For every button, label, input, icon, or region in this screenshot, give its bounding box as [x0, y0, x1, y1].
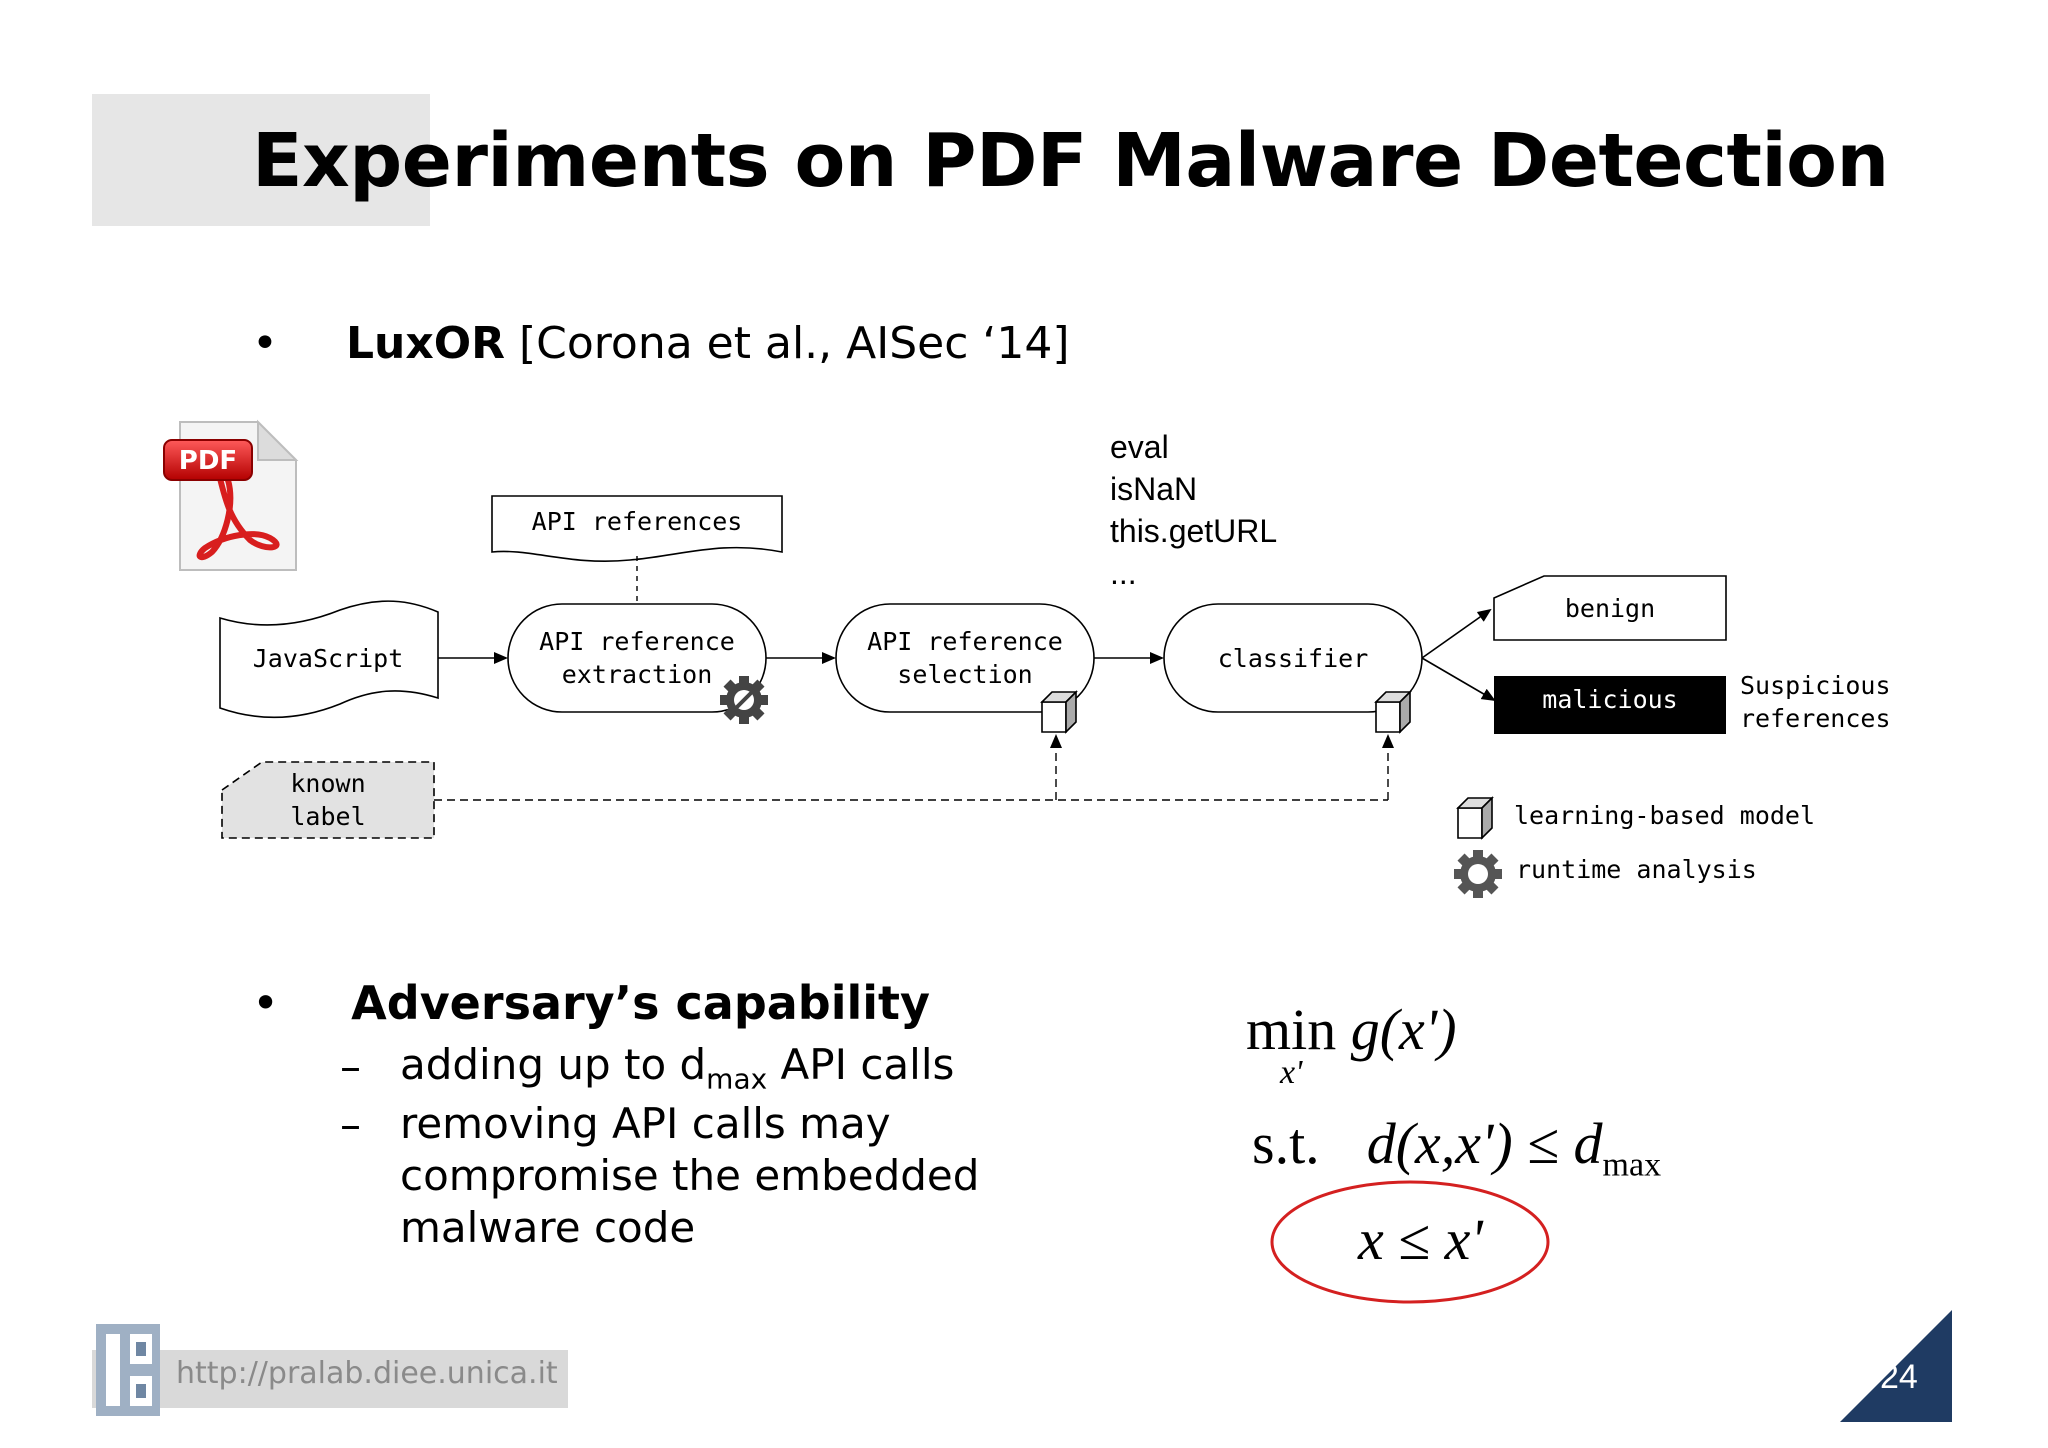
bullet-adversary: • Adversary’s capability	[252, 976, 930, 1030]
legend-model-label: learning-based model	[1514, 801, 1815, 830]
selection-label-2: selection	[897, 660, 1032, 689]
page-number-badge	[1840, 1310, 1952, 1422]
page-number: 24	[1880, 1358, 1918, 1396]
luxor-name: LuxOR	[345, 318, 505, 369]
cube-icon	[1374, 690, 1412, 734]
known-label-node: known label	[221, 761, 435, 839]
api-references-label: API references	[532, 507, 743, 536]
formula-g: g(x')	[1350, 997, 1457, 1062]
dash: –	[340, 1100, 361, 1149]
footer-url: http://pralab.diee.unica.it	[176, 1356, 558, 1391]
api-example: isNaN	[1110, 471, 1198, 507]
api-examples-list: eval isNaN this.getURL ...	[1110, 426, 1277, 594]
formula-circled-constraint: x ≤ x'	[1358, 1207, 1483, 1272]
gear-icon	[1454, 850, 1502, 898]
known-label-1: known	[290, 769, 365, 798]
item1-text: adding up to d	[400, 1040, 707, 1089]
javascript-doc: JavaScript	[219, 600, 439, 719]
formula-dmax-sub: max	[1602, 1146, 1662, 1184]
classifier-node: classifier	[1163, 603, 1423, 713]
capability-item-2: removing API calls may compromise the em…	[400, 1098, 979, 1254]
item2-line: removing API calls may	[400, 1099, 891, 1148]
cube-icon	[1040, 690, 1078, 734]
arrow-to-malicious	[1421, 657, 1496, 702]
pdf-icon-label: PDF	[179, 446, 237, 476]
formula-min-subscript: x'	[1280, 1054, 1303, 1091]
legend-runtime-label: runtime analysis	[1516, 855, 1757, 884]
bullet-symbol: •	[252, 318, 278, 369]
adversary-heading: Adversary’s capability	[351, 976, 931, 1030]
benign-output: benign	[1493, 575, 1727, 641]
api-example: ...	[1110, 555, 1137, 591]
luxor-citation: [Corona et al., AISec ‘14]	[518, 318, 1070, 369]
highlight-circle	[1270, 1180, 1550, 1304]
item1-text-post: API calls	[767, 1040, 955, 1089]
api-reference-extraction-node: API reference extraction	[507, 603, 767, 713]
api-reference-selection-node: API reference selection	[835, 603, 1095, 713]
item2-line: compromise the embedded	[400, 1151, 980, 1200]
formula-distance: d(x,x') ≤ d	[1366, 1111, 1603, 1176]
selection-label-1: API reference	[867, 627, 1063, 656]
item2-line: malware code	[400, 1203, 696, 1252]
bullet-symbol: •	[252, 976, 280, 1030]
javascript-label: JavaScript	[253, 644, 404, 673]
known-label-2: label	[290, 802, 365, 831]
malicious-label: malicious	[1542, 685, 1677, 714]
pralab-logo	[96, 1324, 160, 1416]
extraction-label-2: extraction	[562, 660, 713, 689]
cube-icon	[1456, 796, 1494, 840]
api-references-doc: API references	[491, 495, 783, 563]
formula-constraint: s.t. d(x,x') ≤ dmax	[1252, 1110, 1661, 1185]
formula-objective: min g(x')	[1246, 996, 1457, 1063]
bullet-luxor: • LuxOR [Corona et al., AISec ‘14]	[252, 318, 1070, 369]
api-example: this.getURL	[1110, 513, 1278, 549]
formula-min: min	[1246, 997, 1337, 1062]
item1-subscript: max	[706, 1062, 768, 1096]
title-highlight	[92, 94, 430, 226]
dash: –	[340, 1042, 361, 1091]
slide-title: Experiments on PDF Malware Detection	[252, 118, 1889, 204]
pdf-file-icon: PDF	[163, 419, 299, 571]
suspicious-label-2: references	[1740, 704, 1891, 733]
capability-item-1: adding up to dmax API calls	[400, 1040, 954, 1095]
extraction-label-1: API reference	[539, 627, 735, 656]
api-example: eval	[1110, 429, 1169, 465]
footer-bar	[92, 1350, 568, 1408]
classifier-label: classifier	[1218, 644, 1369, 673]
formula-st: s.t.	[1252, 1111, 1320, 1176]
benign-label: benign	[1565, 594, 1655, 623]
malicious-output: malicious	[1494, 676, 1726, 734]
suspicious-label-1: Suspicious	[1740, 671, 1891, 700]
arrow-to-benign	[1421, 608, 1492, 659]
gear-icon	[720, 676, 768, 724]
